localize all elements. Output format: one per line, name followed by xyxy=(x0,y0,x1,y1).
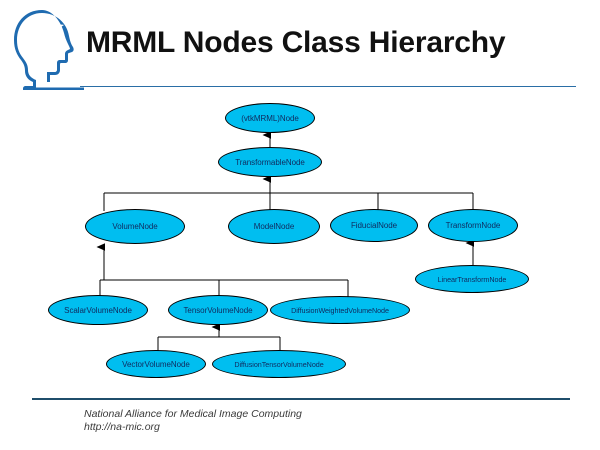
node-diffusionweightedvolumenode[interactable]: DiffusionWeightedVolumeNode xyxy=(270,296,410,324)
class-hierarchy-diagram: (vtkMRML)Node TransformableNode VolumeNo… xyxy=(0,95,600,395)
node-lineartransformnode[interactable]: LinearTransformNode xyxy=(415,265,529,293)
node-transformnode[interactable]: TransformNode xyxy=(428,209,518,242)
footer-organization: National Alliance for Medical Image Comp… xyxy=(84,408,302,420)
diagram-edges xyxy=(96,131,475,352)
node-fiducialnode[interactable]: FiducialNode xyxy=(330,209,418,242)
node-diffusiontensorvolumenode[interactable]: DiffusionTensorVolumeNode xyxy=(212,350,346,378)
node-volumenode[interactable]: VolumeNode xyxy=(85,209,185,244)
node-transformablenode[interactable]: TransformableNode xyxy=(218,147,322,177)
slide-header: MRML Nodes Class Hierarchy xyxy=(0,0,600,95)
footer-divider xyxy=(32,398,570,400)
footer-credit: National Alliance for Medical Image Comp… xyxy=(84,408,302,434)
node-tensorvolumenode[interactable]: TensorVolumeNode xyxy=(168,295,268,325)
node-scalarvolumenode[interactable]: ScalarVolumeNode xyxy=(48,295,148,325)
node-vectorvolumenode[interactable]: VectorVolumeNode xyxy=(106,350,206,378)
page-title: MRML Nodes Class Hierarchy xyxy=(86,26,506,59)
header-divider xyxy=(80,86,576,87)
na-mic-head-caduceus-logo xyxy=(12,8,84,90)
node-modelnode[interactable]: ModelNode xyxy=(228,209,320,244)
node-vtkmrmlnode[interactable]: (vtkMRML)Node xyxy=(225,103,315,133)
footer-url: http://na-mic.org xyxy=(84,421,160,433)
